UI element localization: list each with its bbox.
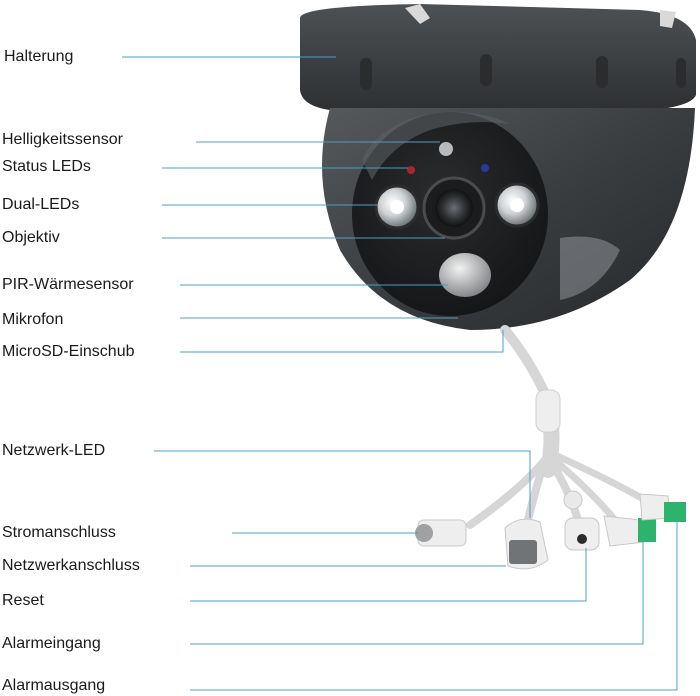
label-pir-waermesensor: PIR-Wärmesensor (2, 276, 134, 293)
dual-led-left-core (390, 200, 404, 214)
label-netzwerkanschluss: Netzwerkanschluss (2, 557, 140, 574)
mount-notch (660, 10, 676, 28)
leader-reset (190, 548, 587, 602)
label-halterung: Halterung (4, 48, 74, 65)
label-reset: Reset (2, 592, 44, 609)
label-helligkeitssensor: Helligkeitssensor (2, 131, 123, 148)
reset-cap (563, 490, 583, 510)
lens (435, 189, 473, 227)
leader-netzwerk-led (154, 450, 531, 518)
leader-microsd (180, 330, 504, 353)
reset-button (577, 534, 587, 544)
pir-sensor (439, 253, 491, 297)
status-led-red (407, 166, 415, 174)
dual-led-right-core (510, 198, 524, 212)
mount-ring (300, 4, 696, 112)
face-rim (362, 111, 510, 180)
label-status-leds: Status LEDs (2, 158, 91, 175)
label-dual-leds: Dual-LEDs (2, 196, 80, 213)
cable-junction (535, 389, 561, 433)
status-led-blue (481, 164, 489, 172)
alarm-input-terminal (638, 518, 656, 542)
label-microsd-einschub: MicroSD-Einschub (2, 343, 135, 360)
label-alarmeingang: Alarmeingang (2, 635, 101, 652)
power-socket (415, 524, 433, 542)
leader-alarmausgang (190, 520, 678, 691)
leader-alarmeingang (190, 540, 644, 645)
label-objektiv: Objektiv (2, 229, 60, 246)
label-netzwerk-led: Netzwerk-LED (2, 442, 106, 459)
label-stromanschluss: Stromanschluss (2, 524, 116, 541)
alarm-output-terminal (664, 502, 686, 522)
label-mikrofon: Mikrofon (2, 311, 64, 328)
rj45-port (509, 540, 537, 564)
brightness-sensor (439, 142, 453, 156)
dome-highlight (560, 236, 620, 300)
leader-lines (122, 56, 678, 691)
mount-notch (405, 4, 430, 24)
mount-grips (360, 54, 686, 90)
label-alarmausgang: Alarmausgang (2, 677, 106, 694)
